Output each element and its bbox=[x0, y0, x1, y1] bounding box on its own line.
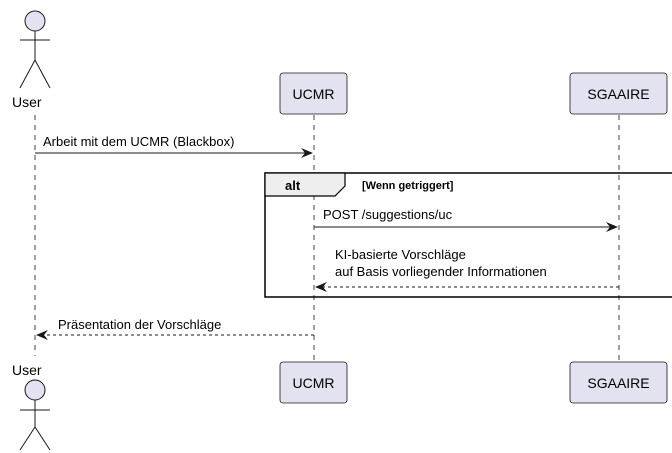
actor-head-icon bbox=[24, 10, 46, 32]
participant-sgaaire-label-top: SGAAIRE bbox=[587, 86, 649, 102]
participant-sgaaire-bottom: SGAAIRE bbox=[569, 361, 668, 404]
participant-sgaaire-label-bottom: SGAAIRE bbox=[587, 375, 649, 391]
message-praesentation: Präsentation der Vorschläge bbox=[36, 317, 314, 340]
actor-user-label-bottom: User bbox=[12, 362, 42, 378]
participant-ucmr-label-bottom: UCMR bbox=[293, 375, 335, 391]
actor-user-bottom: User bbox=[12, 362, 51, 451]
message-arbeit-label: Arbeit mit dem UCMR (Blackbox) bbox=[43, 134, 234, 149]
actor-user-top: User bbox=[12, 10, 51, 110]
message-post-label: POST /suggestions/uc bbox=[323, 207, 453, 222]
alt-guard: [Wenn getriggert] bbox=[362, 180, 454, 192]
message-arbeit: Arbeit mit dem UCMR (Blackbox) bbox=[35, 134, 313, 158]
participant-sgaaire-top: SGAAIRE bbox=[569, 72, 668, 115]
message-post: POST /suggestions/uc bbox=[314, 207, 618, 232]
alt-fragment: alt [Wenn getriggert] bbox=[264, 172, 672, 298]
participant-ucmr-bottom: UCMR bbox=[279, 361, 348, 404]
participant-ucmr-label-top: UCMR bbox=[293, 86, 335, 102]
participant-ucmr-top: UCMR bbox=[279, 72, 348, 115]
actor-head-icon bbox=[24, 379, 46, 401]
message-ki-label-line1: KI-basierte Vorschläge bbox=[335, 247, 466, 262]
message-ki-vorschlaege: KI-basierte Vorschläge auf Basis vorlieg… bbox=[315, 247, 619, 292]
actor-user-label-top: User bbox=[12, 94, 42, 110]
alt-operator: alt bbox=[285, 178, 301, 193]
message-ki-label-line2: auf Basis vorliegender Informationen bbox=[335, 264, 547, 279]
message-praesentation-label: Präsentation der Vorschläge bbox=[58, 317, 221, 332]
